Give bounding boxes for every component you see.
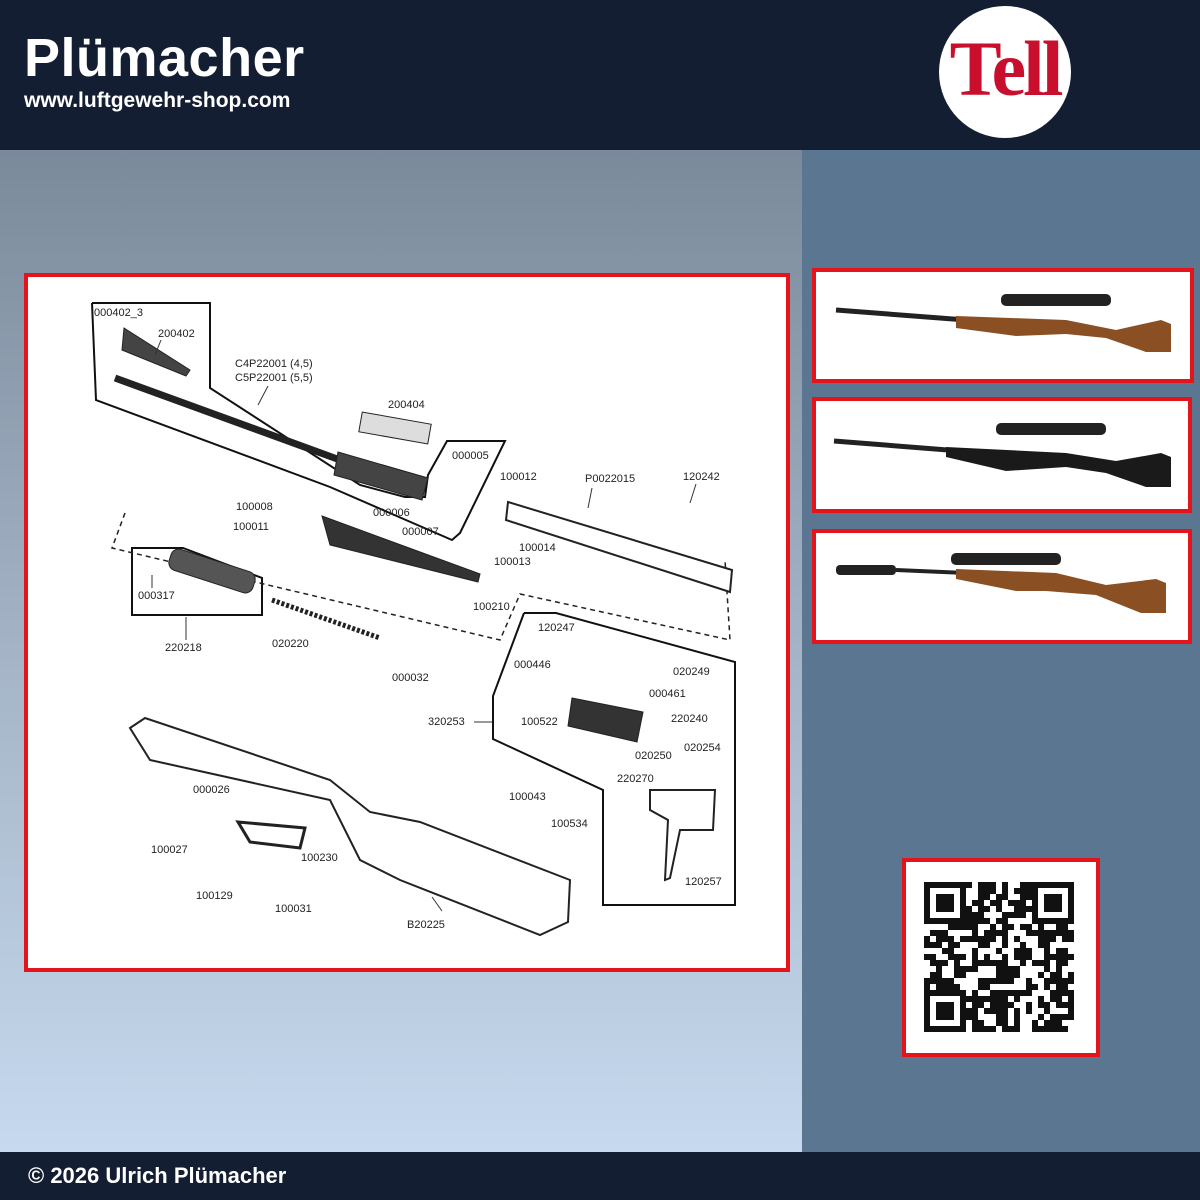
part-label: 000461 (649, 688, 686, 700)
rifle-wood-image (835, 294, 1171, 352)
part-label: 020249 (673, 666, 710, 678)
part-label: 000446 (514, 659, 551, 671)
rifle-black-image (833, 423, 1171, 487)
part-label: 200404 (388, 399, 425, 411)
part-label: 100043 (509, 791, 546, 803)
part-label: 000402_3 (94, 307, 143, 319)
part-label: 000026 (193, 784, 230, 796)
part-label: 000032 (392, 672, 429, 684)
part-label: 220240 (671, 713, 708, 725)
header: Plümacher www.luftgewehr-shop.com Tell (0, 0, 1200, 150)
part-label: C5P22001 (5,5) (235, 372, 313, 384)
part-label: 100129 (196, 890, 233, 902)
part-label: 120257 (685, 876, 722, 888)
part-label: 120242 (683, 471, 720, 483)
part-label: 100012 (500, 471, 537, 483)
part-label: 020250 (635, 750, 672, 762)
part-label: 100522 (521, 716, 558, 728)
part-label: P0022015 (585, 473, 636, 485)
part-label: 100008 (236, 501, 273, 513)
product-image-black-rifle[interactable] (812, 397, 1192, 513)
footer: © 2026 Ulrich Plümacher (0, 1152, 1200, 1200)
part-label: 000005 (452, 450, 489, 462)
copyright: © 2026 Ulrich Plümacher (28, 1163, 287, 1188)
part-label: B20225 (407, 919, 445, 931)
part-label: 100031 (275, 903, 312, 915)
exploded-diagram-panel (24, 273, 790, 972)
brand-name: Plümacher (24, 28, 305, 88)
part-label: 020220 (272, 638, 309, 650)
part-label: 100027 (151, 844, 188, 856)
rifle-silencer-image (836, 553, 1166, 613)
part-label: 100534 (551, 818, 588, 830)
part-label: 220218 (165, 642, 202, 654)
part-label: 100210 (473, 601, 510, 613)
part-label: C4P22001 (4,5) (235, 358, 313, 370)
part-label: 020254 (684, 742, 721, 754)
part-label: 000006 (373, 507, 410, 519)
tell-logo-text: Tell (949, 25, 1064, 112)
part-label: 200402 (158, 328, 195, 340)
part-label: 120247 (538, 622, 575, 634)
part-label: 100230 (301, 852, 338, 864)
product-image-wood-rifle[interactable] (812, 268, 1194, 383)
part-label: 100013 (494, 556, 531, 568)
qr-code-icon (924, 882, 1074, 1032)
part-label: 320253 (428, 716, 465, 728)
part-label: 220270 (617, 773, 654, 785)
part-label: 000007 (402, 526, 439, 538)
qr-code-box[interactable] (902, 858, 1100, 1057)
shop-url[interactable]: www.luftgewehr-shop.com (24, 89, 291, 112)
product-image-silencer-rifle[interactable] (812, 529, 1192, 644)
part-label: 100011 (233, 521, 269, 533)
part-label: 100014 (519, 542, 556, 554)
part-label: 000317 (138, 590, 175, 602)
tell-logo: Tell (939, 6, 1071, 138)
